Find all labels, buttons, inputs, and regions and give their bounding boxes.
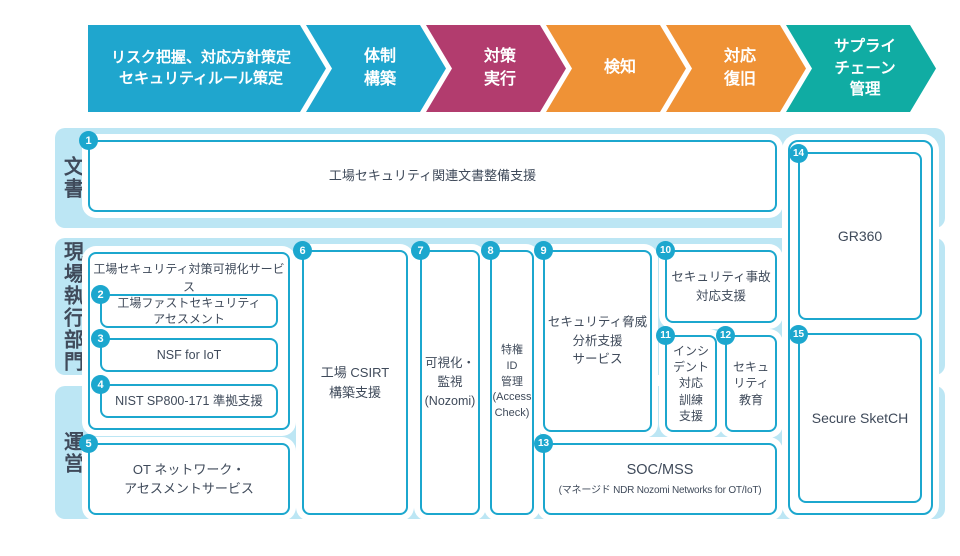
badge-10: 10 (656, 241, 675, 260)
service-box-nsf-for-iot: NSF for IoT (100, 338, 278, 372)
row-label-field-execution: 現場執行部門 (60, 240, 83, 373)
service-box-soc-mss: SOC/MSS (マネージド NDR Nozomi Networks for O… (543, 443, 777, 515)
service-box-factory-csirt: 工場 CSIRT 構築支援 (302, 250, 408, 515)
badge-13: 13 (534, 434, 553, 453)
service-box-visualization-monitoring: 可視化・ 監視 (Nozomi) (420, 250, 480, 515)
badge-11: 11 (656, 326, 675, 345)
process-step-respond: 対応 復旧 (666, 25, 806, 112)
badge-2: 2 (91, 285, 110, 304)
service-box-secure-sketch: Secure SketCH (798, 333, 922, 503)
service-box-privileged-id: 特権 ID 管理 (Access Check) (490, 250, 534, 515)
soc-mss-title: SOC/MSS (626, 461, 694, 478)
badge-9: 9 (534, 241, 553, 260)
badge-15: 15 (789, 325, 808, 344)
badge-7: 7 (411, 241, 430, 260)
service-box-document-support: 工場セキュリティ関連文書整備支援 (88, 140, 777, 212)
process-step-detect: 検知 (546, 25, 686, 112)
process-step-execute: 対策 実行 (426, 25, 566, 112)
process-step-risk-policy: リスク把握、対応方針策定 セキュリティルール策定 (88, 25, 326, 112)
service-box-threat-analysis: セキュリティ脅威 分析支援 サービス (543, 250, 652, 432)
service-box-ot-network-assessment: OT ネットワーク・ アセスメントサービス (88, 443, 290, 515)
row-label-documents: 文書 (60, 156, 83, 200)
badge-12: 12 (716, 326, 735, 345)
badge-3: 3 (91, 329, 110, 348)
service-box-fast-security-assessment: 工場ファストセキュリティ アセスメント (100, 294, 278, 328)
service-box-incident-response-support: セキュリティ事故 対応支援 (665, 250, 777, 323)
badge-8: 8 (481, 241, 500, 260)
badge-6: 6 (293, 241, 312, 260)
badge-14: 14 (789, 144, 808, 163)
soc-mss-subtitle: (マネージド NDR Nozomi Networks for OT/IoT) (558, 485, 762, 497)
row-label-operations: 運営 (60, 430, 83, 475)
badge-5: 5 (79, 434, 98, 453)
service-box-incident-training: インシ デント 対応 訓練 支援 (665, 335, 717, 432)
process-step-supply-chain: サプライ チェーン 管理 (786, 25, 936, 112)
service-box-gr360: GR360 (798, 152, 922, 320)
badge-1: 1 (79, 131, 98, 150)
badge-4: 4 (91, 375, 110, 394)
service-box-nist-sp800-171: NIST SP800-171 準拠支援 (100, 384, 278, 418)
service-group-heading: 工場セキュリティ対策可視化サービス (93, 262, 285, 294)
process-step-structure: 体制 構築 (306, 25, 446, 112)
service-box-security-education: セキュ リティ 教育 (725, 335, 777, 432)
